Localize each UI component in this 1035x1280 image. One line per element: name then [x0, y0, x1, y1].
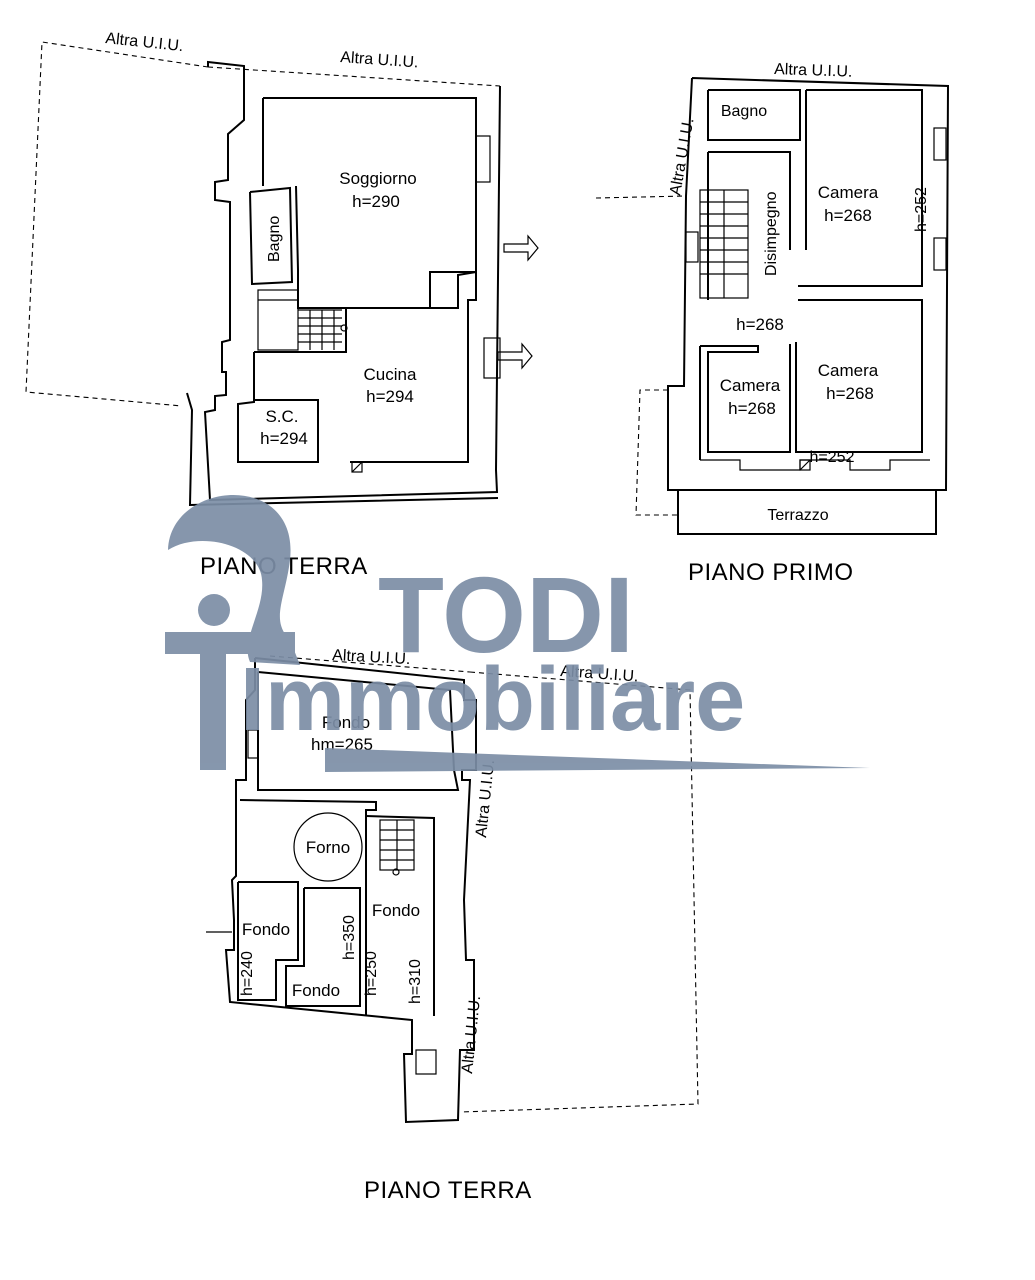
room-name-soggiorno: Soggiorno — [339, 169, 417, 188]
chimney-mark — [351, 461, 363, 473]
room-height-cucina: h=294 — [366, 387, 414, 406]
window — [247, 729, 259, 759]
watermark-todi: TODI — [378, 554, 634, 675]
height-label-corridor: h=268 — [736, 315, 784, 334]
wall-cucina — [254, 270, 477, 463]
room-name-camera: Camera — [720, 376, 781, 395]
watermark-stem — [200, 632, 226, 770]
room-height-sc: h=294 — [260, 429, 308, 448]
window — [483, 337, 501, 379]
wall-sc — [237, 352, 319, 463]
watermark-underline — [325, 748, 870, 772]
window — [685, 231, 699, 263]
room-height-fondo: h=240 — [239, 951, 256, 996]
neighbour-boundary-bottom — [635, 389, 680, 516]
stair-post — [392, 868, 400, 876]
watermark-immobiliare: Immobiliare — [240, 650, 745, 750]
outer-wall — [203, 60, 501, 502]
neighbour-label: Altra U.I.U. — [667, 117, 697, 197]
watermark-logo: TODI Immobiliare — [165, 495, 870, 772]
room-height-camera: h=268 — [826, 384, 874, 403]
room-name-bagno: Bagno — [266, 216, 283, 262]
room-name-camera: Camera — [818, 183, 879, 202]
room-name-cucina: Cucina — [364, 365, 417, 384]
plan-title: PIANO PRIMO — [688, 559, 854, 586]
wall-camera-right — [795, 299, 923, 453]
stair-treads — [380, 820, 414, 870]
neighbour-boundary-left — [595, 195, 687, 199]
wall-fondo-right — [365, 815, 435, 1016]
neighbour-boundary-top — [269, 655, 471, 673]
wall-bagno — [707, 89, 801, 141]
neighbour-label: Altra U.I.U. — [459, 995, 484, 1075]
room-name-fondo: Fondo — [292, 981, 340, 1000]
wall-bagno — [249, 186, 294, 286]
wall-fondo-top — [257, 671, 460, 791]
wall-fondo-left — [237, 881, 299, 1001]
neighbour-boundary-right — [459, 671, 699, 1113]
room-name-fondo: Fondo — [242, 920, 290, 939]
room-name-forno: Forno — [306, 838, 350, 857]
room-name-disimpegno: Disimpegno — [763, 191, 780, 276]
window — [933, 237, 947, 271]
wall-detail — [700, 459, 930, 471]
window — [415, 1049, 437, 1075]
wall-terrazzo — [677, 489, 937, 535]
entry-arrow-icon — [503, 234, 539, 262]
room-height-soggiorno: h=290 — [352, 192, 400, 211]
stair-treads — [700, 190, 748, 298]
height-label: h=252 — [810, 449, 855, 466]
room-height-fondo: h=350 — [341, 915, 358, 960]
neighbour-boundary-left — [25, 41, 209, 407]
chimney-mark — [799, 459, 811, 471]
watermark-bar — [165, 632, 295, 654]
neighbour-boundary-top — [207, 66, 501, 87]
wall-camera-left — [700, 344, 791, 453]
height-label: h=310 — [407, 959, 424, 1004]
room-name-fondo: Fondo — [372, 901, 420, 920]
wall-center — [239, 799, 377, 1016]
neighbour-label: Altra U.I.U. — [340, 49, 419, 71]
plan-title: PIANO TERRA — [364, 1177, 532, 1204]
watermark-dot — [198, 594, 230, 626]
neighbour-label: Altra U.I.U. — [332, 647, 411, 668]
room-height-camera: h=268 — [728, 399, 776, 418]
room-name-bagno: Bagno — [721, 103, 767, 120]
plan-ground-floor-top: Altra U.I.U. Altra U.I.U. Soggiorno h=29… — [25, 30, 539, 580]
outer-wall-base — [186, 392, 499, 507]
oven-circle — [293, 812, 363, 882]
window — [475, 135, 491, 183]
stair-block — [257, 289, 299, 351]
wall-soggiorno — [263, 97, 477, 309]
room-name-fondo: Fondo — [322, 713, 370, 732]
room-height-fondo: h=250 — [363, 951, 380, 996]
room-name-camera: Camera — [818, 361, 879, 380]
entry-arrow-icon — [497, 342, 533, 370]
wall-camera-top — [798, 89, 923, 287]
room-name-terrazzo: Terrazzo — [767, 507, 828, 524]
wall-disimpegno — [708, 151, 791, 250]
window — [933, 127, 947, 161]
watermark-swirl-icon — [168, 495, 300, 665]
neighbour-label: Altra U.I.U. — [774, 61, 853, 81]
height-label: h=252 — [913, 187, 930, 232]
room-height-camera: h=268 — [824, 206, 872, 225]
plan-first-floor: Altra U.I.U. Altra U.I.U. Bagno Disimpeg… — [595, 61, 950, 586]
outer-wall — [667, 77, 950, 491]
stair-treads — [258, 299, 342, 350]
neighbour-label: Altra U.I.U. — [560, 663, 639, 685]
neighbour-label: Altra U.I.U. — [105, 30, 185, 55]
room-name-sc: S.C. — [265, 407, 298, 426]
wall-fondo-mid — [285, 887, 361, 1007]
